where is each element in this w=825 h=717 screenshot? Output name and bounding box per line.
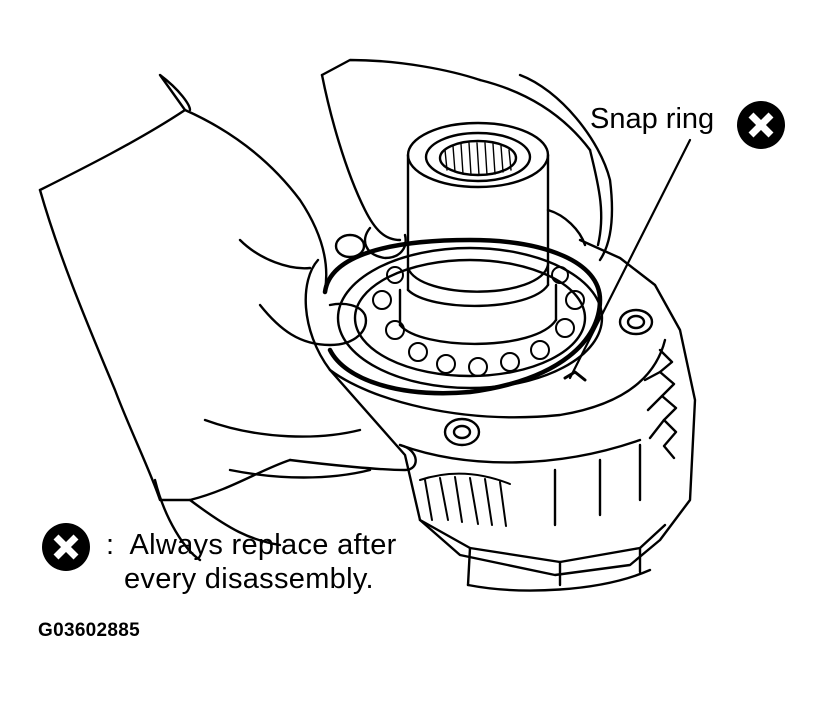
legend-x-in-black-circle-icon [42, 523, 90, 571]
figure-code: G03602885 [38, 620, 141, 641]
transfer-case-housing [304, 233, 697, 592]
legend: : Always replace after every disassembly… [106, 528, 397, 596]
lower-gear-teeth [419, 472, 511, 527]
snap-ring-leader-line [568, 138, 692, 380]
legend-line-1: Always replace after [129, 529, 397, 561]
snap-ring [322, 237, 603, 396]
legend-separator: : [106, 529, 115, 561]
snap-ring-label: Snap ring [590, 103, 715, 135]
output-shaft [398, 121, 558, 346]
legend-line-2: every disassembly. [124, 563, 374, 595]
left-hand [38, 73, 417, 562]
x-in-black-circle-icon [737, 101, 785, 149]
bearing-assembly [336, 246, 604, 390]
right-hand [320, 58, 614, 262]
